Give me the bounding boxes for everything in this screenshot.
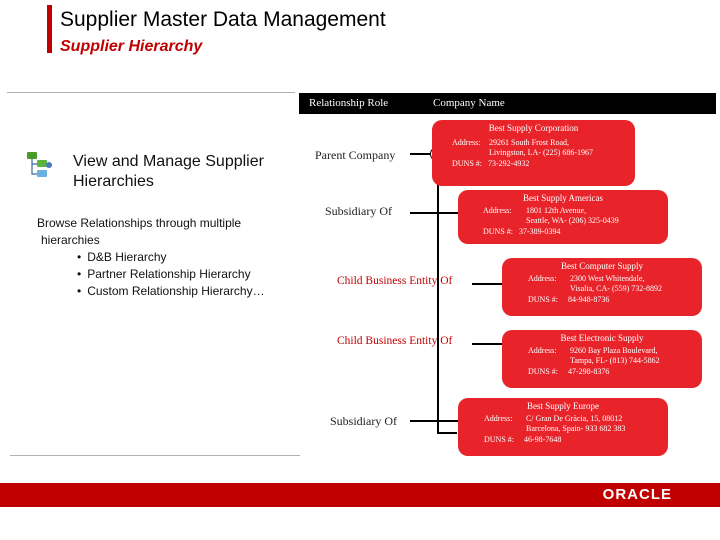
- connector-bottom: [437, 432, 457, 434]
- header-company-name: Company Name: [425, 93, 716, 114]
- address-line-2: Barcelona, Spain- 933 682 383: [526, 424, 626, 433]
- duns-label: DUNS #:: [528, 294, 559, 304]
- role-subsidiary-of: Subsidiary Of: [330, 414, 397, 428]
- hierarchy-icon: [25, 150, 55, 180]
- duns-label: DUNS #:: [483, 226, 514, 236]
- address-label: Address:: [483, 205, 512, 215]
- list-item: D&B Hierarchy: [37, 249, 265, 266]
- company-name: Best Electronic Supply: [560, 333, 644, 343]
- list-item: Partner Relationship Hierarchy: [37, 266, 265, 283]
- duns-number: 73-292-4932: [488, 158, 530, 168]
- role-subsidiary-of: Subsidiary Of: [325, 204, 392, 218]
- role-parent-company: Parent Company: [315, 148, 396, 162]
- duns-label: DUNS #:: [528, 366, 559, 376]
- top-divider: [7, 92, 295, 93]
- address-label: Address:: [528, 273, 557, 283]
- address-line-2: Seattle, WA- (206) 325-0439: [526, 216, 619, 225]
- duns-number: 84-948-8736: [568, 294, 610, 304]
- duns-number: 37-389-0394: [519, 226, 561, 236]
- company-name: Best Computer Supply: [560, 261, 643, 271]
- bottom-divider: [10, 455, 300, 456]
- connector-child-2: [472, 343, 502, 345]
- address-line-1: C/ Gran De Gràcia, 15, 08012: [526, 413, 623, 423]
- company-name: Best Supply Americas: [523, 193, 603, 203]
- duns-number: 46-98-7648: [524, 434, 562, 444]
- duns-label: DUNS #:: [484, 434, 515, 444]
- address-line-2: Livingston, LA- (225) 686-1967: [489, 148, 593, 157]
- browse-description: Browse Relationships through multiple hi…: [37, 215, 265, 300]
- connector-subsidiary-2: [410, 420, 460, 422]
- company-card[interactable]: Best Computer Supply Address: 2300 West W…: [502, 258, 702, 316]
- company-name: Best Supply Europe: [527, 401, 599, 411]
- header-relationship-role: Relationship Role: [299, 93, 429, 114]
- connector-parent: [410, 153, 430, 155]
- address-line-2: Tampa, FL- (813) 744-5862: [570, 356, 660, 365]
- address-label: Address:: [484, 413, 513, 423]
- duns-number: 47-298-8376: [568, 366, 610, 376]
- address-label: Address:: [452, 137, 481, 147]
- footer-bar: [0, 483, 720, 507]
- address-line-1: 9260 Bay Plaza Boulevard,: [570, 345, 658, 355]
- browse-line-1: Browse Relationships through multiple: [37, 216, 242, 230]
- company-card[interactable]: Best Supply Americas Address: 1801 12th A…: [458, 190, 668, 244]
- view-manage-text: View and Manage Supplier Hierarchies: [73, 152, 264, 192]
- company-name: Best Supply Corporation: [488, 123, 579, 133]
- slide-title: Supplier Master Data Management: [60, 8, 386, 31]
- title-accent-bar: [47, 5, 52, 53]
- address-line-1: 1801 12th Avenue,: [526, 205, 587, 215]
- browse-line-2: hierarchies: [41, 233, 100, 247]
- list-item: Custom Relationship Hierarchy…: [37, 283, 264, 300]
- connector-subsidiary-1: [410, 212, 460, 214]
- view-line-2: Hierarchies: [73, 173, 154, 190]
- slide-subtitle: Supplier Hierarchy: [60, 38, 203, 55]
- address-line-1: 29261 South Frost Road,: [489, 137, 570, 147]
- company-card[interactable]: Best Supply Corporation Address: 29261 So…: [432, 120, 635, 186]
- tree-trunk-line: [437, 160, 439, 432]
- duns-label: DUNS #:: [452, 158, 483, 168]
- company-card[interactable]: Best Electronic Supply Address: 9260 Bay …: [502, 330, 702, 388]
- address-line-1: 2300 West Whitendale,: [570, 273, 645, 283]
- role-child-business-entity: Child Business Entity Of: [337, 335, 453, 347]
- company-card[interactable]: Best Supply Europe Address: C/ Gran De Gr…: [458, 398, 668, 456]
- hierarchy-list: D&B Hierarchy Partner Relationship Hiera…: [37, 249, 265, 300]
- view-line-1: View and Manage Supplier: [73, 153, 264, 170]
- address-label: Address:: [528, 345, 557, 355]
- role-child-business-entity: Child Business Entity Of: [337, 275, 453, 287]
- address-line-2: Visalia, CA- (559) 732-8892: [570, 284, 662, 293]
- oracle-logo: ORACLE: [602, 486, 672, 503]
- connector-child-1: [472, 283, 502, 285]
